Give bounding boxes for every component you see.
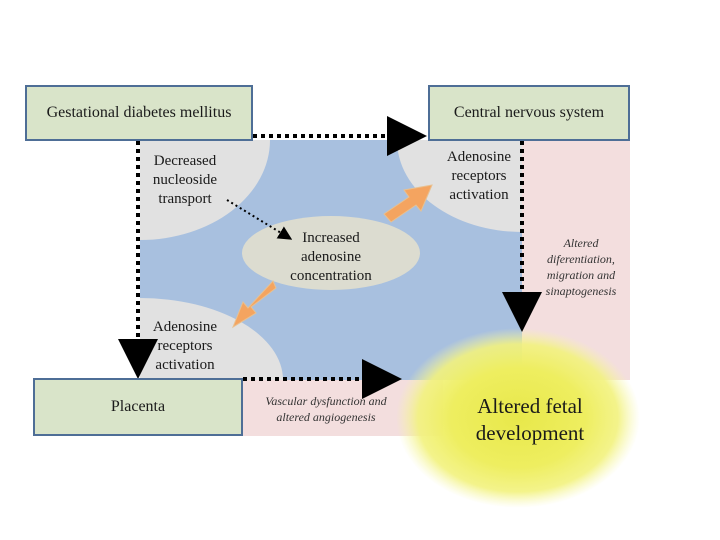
cns-effects-line: sinaptogenesis [545, 284, 617, 298]
central-nervous-system-box: Central nervous system [428, 85, 630, 141]
increased-adenosine-line: concentration [290, 268, 372, 284]
placenta-receptors-line: Adenosine [152, 319, 218, 335]
increased-adenosine-line: adenosine [301, 249, 361, 265]
placenta-box: Placenta [33, 378, 243, 436]
decreased-transport-line: transport [158, 191, 212, 207]
increased-adenosine-label: Increased adenosine concentration [258, 229, 404, 286]
orange-arrow-to-cns [383, 184, 433, 223]
outcome-glow [396, 328, 640, 508]
placenta-receptors-line: receptors [157, 338, 213, 354]
cns-receptors-line: Adenosine [446, 149, 512, 165]
cns-receptors-label: Adenosine receptors activation [420, 148, 538, 205]
orange-arrow-to-placenta [231, 280, 277, 329]
placenta-receptors-line: activation [155, 357, 215, 373]
altered-fetal-development-label: Altered fetal development [428, 393, 632, 447]
cns-effects-line: migration and [546, 268, 616, 282]
decreased-transport-line: Decreased [153, 153, 217, 169]
placenta-effects-line: Vascular dysfunction and [265, 394, 387, 408]
cns-receptors-line: receptors [451, 168, 507, 184]
placenta-effects-line: altered angiogenesis [276, 410, 376, 424]
placenta-label: Placenta [110, 398, 166, 415]
placenta-effects-annotation: Vascular dysfunction and altered angioge… [248, 393, 404, 425]
gestational-diabetes-label: Gestational diabetes mellitus [46, 104, 232, 121]
increased-adenosine-line: Increased [302, 230, 360, 246]
cns-effects-line: diferentiation, [547, 252, 615, 266]
lobe-cns-receptors [397, 140, 522, 232]
cns-effects-line: Altered [563, 236, 599, 250]
outcome-line: Altered fetal [477, 394, 583, 418]
gestational-diabetes-box: Gestational diabetes mellitus [25, 85, 253, 141]
decreased-transport-line: nucleoside [152, 172, 218, 188]
outcome-line: development [475, 421, 585, 445]
cns-receptors-line: activation [449, 187, 509, 203]
placenta-receptors-label: Adenosine receptors activation [132, 318, 238, 375]
decreased-transport-label: Decreased nucleoside transport [132, 152, 238, 209]
cns-effects-annotation: Altered diferentiation, migration and si… [527, 235, 635, 299]
lobe-decreased-transport [140, 140, 270, 240]
central-nervous-system-label: Central nervous system [453, 104, 605, 121]
lobe-placenta-receptors [140, 298, 283, 380]
